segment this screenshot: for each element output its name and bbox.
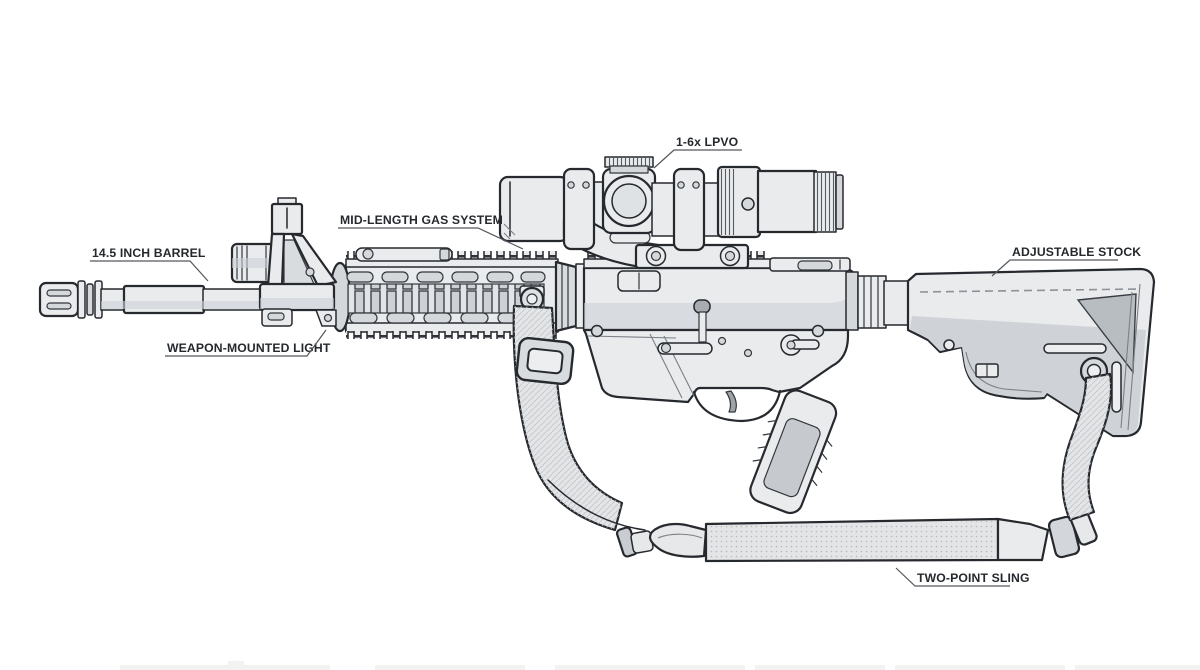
label-stock-text: ADJUSTABLE STOCK [1012,245,1141,259]
mag-release-bar [657,342,713,355]
label-optic: 1-6x LPVO [653,135,742,169]
buffer-tube [845,271,915,331]
bolt-catch [693,299,711,343]
label-gas-system: MID-LENGTH GAS SYSTEM [338,213,524,250]
labels: 14.5 INCH BARREL MID-LENGTH GAS SYSTEM 1… [90,135,1141,587]
leader-light [165,329,327,357]
label-barrel-length: 14.5 INCH BARREL [90,246,209,282]
charging-handle [769,257,851,272]
leader-barrel-length [90,260,209,282]
castle-nut [857,275,887,329]
leader-gas-system [338,227,524,250]
label-light: WEAPON-MOUNTED LIGHT [165,329,331,357]
label-optic-text: 1-6x LPVO [676,135,738,149]
gas-tube [355,247,453,262]
handguard-lower-slots [349,312,526,324]
adjustable-stock [906,267,1156,438]
label-stock: ADJUSTABLE STOCK [991,245,1141,277]
two-point-sling [512,285,1113,563]
magnification-ring [716,165,762,239]
label-sling: TWO-POINT SLING [895,567,1030,587]
pistol-grip [749,389,838,515]
sling-swivel-front [519,285,545,312]
handguard-upper-slots [346,271,546,283]
upper-receiver [582,251,858,332]
barrel [100,284,266,315]
scope-ring-front [562,167,596,251]
leader-optic [653,149,742,169]
safety-selector [780,334,820,356]
ejection-port-cover [617,270,661,292]
label-light-text: WEAPON-MOUNTED LIGHT [167,341,331,355]
bottom-faint-strip [120,661,1200,670]
eyepiece [756,169,818,234]
front-sight [258,197,338,327]
scope [498,156,844,270]
trigger-guard [692,389,782,423]
delta-ring [554,260,587,333]
muzzle-device [38,280,103,319]
label-gas-system-text: MID-LENGTH GAS SYSTEM [340,213,503,227]
label-sling-text: TWO-POINT SLING [917,571,1030,585]
scope-ring-rear [672,167,706,252]
label-barrel-length-text: 14.5 INCH BARREL [92,246,206,260]
lower-receiver [582,299,850,515]
sling-adjuster [615,526,654,558]
trigger [725,390,737,413]
sling-buckle [515,336,575,386]
leader-stock [991,259,1118,277]
leader-sling [895,567,1010,587]
